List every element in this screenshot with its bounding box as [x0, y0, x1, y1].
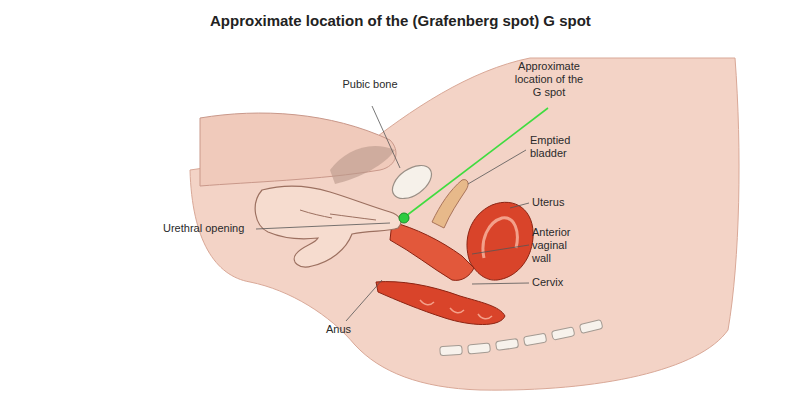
vaginal-canal — [390, 222, 474, 280]
part-label: Approximate location of the G spot — [510, 60, 588, 99]
spine — [440, 319, 603, 355]
rectum-folds — [420, 300, 492, 319]
part-label: Anterior vaginal wall — [532, 226, 587, 265]
part-label: Cervix — [532, 276, 602, 289]
part-label: Pubic bone — [338, 78, 402, 91]
pubic-hair — [330, 146, 395, 184]
g-spot-dot — [399, 213, 409, 223]
uterus — [467, 202, 533, 280]
rectum — [376, 282, 505, 325]
hand — [255, 186, 401, 267]
body-silhouette — [190, 58, 739, 390]
diagram-title: Approximate location of the (Grafenberg … — [210, 14, 591, 27]
part-label: Uterus — [532, 196, 602, 209]
leader-lines — [256, 106, 529, 321]
g-spot-pointer — [406, 108, 548, 216]
part-label: Emptied bladder — [530, 134, 585, 160]
hand-fingers — [300, 210, 376, 220]
uterus-cavity — [483, 218, 517, 258]
part-label: Urethral opening — [163, 222, 244, 235]
part-label: Anus — [326, 323, 351, 336]
bladder — [432, 180, 468, 228]
thigh — [200, 113, 396, 186]
